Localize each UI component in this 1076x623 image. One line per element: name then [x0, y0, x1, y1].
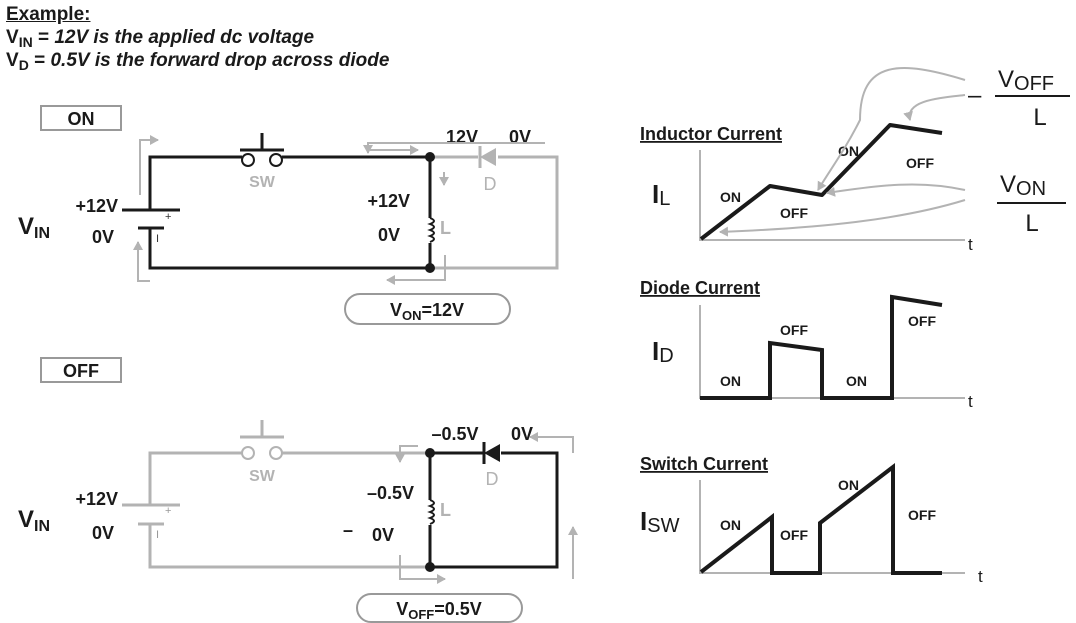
diode-ylabel: ID: [652, 336, 674, 367]
off-vin-label: VIN: [18, 506, 50, 535]
off-diode-left-voltage: –0.5V: [431, 424, 478, 444]
on-switch: [240, 133, 284, 167]
off-current-arrows: [395, 432, 578, 584]
diode-t-label: t: [968, 392, 973, 411]
on-diode: [478, 146, 496, 168]
slope-off-sign: –: [968, 82, 982, 109]
switch-ylabel: ISW: [640, 506, 680, 537]
von-voltage-label: VON=12V: [390, 300, 464, 323]
slope-off-numerator: VOFF: [998, 66, 1054, 95]
on-state-box: [40, 105, 122, 131]
inductor-waveform: [699, 123, 943, 241]
off-inductor-label: L: [440, 500, 451, 520]
on-inductor-label: L: [440, 218, 451, 238]
off-switch: [240, 420, 284, 460]
slope-off-formula: – VOFF L: [968, 66, 1070, 131]
off-diode-label: D: [486, 469, 499, 489]
vin-definition: VIN = 12V is the applied dc voltage: [6, 27, 315, 50]
on-state-label: ON: [68, 109, 95, 129]
diode-waveform: [700, 294, 943, 400]
diode-current-graph: Diode Current t ID ON OFF ON OFF: [640, 278, 973, 411]
on-battery-bottom-voltage: 0V: [92, 227, 114, 247]
voff-voltage-box: [356, 593, 523, 623]
on-battery: [122, 208, 180, 230]
off-inductor-dash: –: [343, 520, 353, 540]
on-current-arrows: [133, 135, 545, 285]
vd-definition: VD = 0.5V is the forward drop across dio…: [6, 50, 390, 73]
on-vin-label: VIN: [18, 213, 50, 242]
switch-seg-off-2: OFF: [908, 507, 936, 523]
inductor-graph-title: Inductor Current: [640, 124, 782, 144]
inductor-seg-on-1: ON: [720, 189, 741, 205]
switch-axes: [699, 480, 965, 574]
off-node-bottom: [425, 562, 435, 572]
slope-arrows: [719, 67, 966, 237]
off-battery-minus: I: [156, 529, 159, 541]
diode-seg-off-1: OFF: [780, 322, 808, 338]
inductor-axes: [699, 150, 965, 241]
switch-seg-on-1: ON: [720, 517, 741, 533]
slope-off-denominator: L: [1033, 104, 1046, 131]
off-inductor-top-voltage: –0.5V: [367, 483, 414, 503]
switch-waveform: [699, 462, 942, 575]
off-inductor: [427, 499, 435, 525]
example-heading: Example:: [6, 4, 91, 25]
off-state-label: OFF: [63, 361, 99, 381]
on-battery-minus: I: [156, 233, 159, 245]
off-diode: [482, 442, 500, 464]
diode-seg-off-2: OFF: [908, 313, 936, 329]
off-battery-top-voltage: +12V: [75, 489, 118, 509]
diode-seg-on-2: ON: [846, 373, 867, 389]
on-switch-label: SW: [249, 174, 276, 191]
slope-on-formula: VON L: [997, 171, 1066, 237]
voff-voltage-label: VOFF=0.5V: [396, 599, 482, 622]
on-battery-top-voltage: +12V: [75, 196, 118, 216]
off-battery: [122, 503, 180, 526]
slope-on-denominator: L: [1025, 210, 1038, 237]
inductor-seg-on-2: ON: [838, 143, 859, 159]
off-diode-right-voltage: 0V: [511, 424, 533, 444]
on-inductor: [427, 217, 435, 243]
off-node-top: [425, 448, 435, 458]
on-battery-plus: +: [165, 211, 171, 223]
diode-seg-on-1: ON: [720, 373, 741, 389]
off-circuit: OFF + I SW: [18, 357, 578, 623]
switch-current-graph: Switch Current t ISW ON OFF ON OFF: [640, 454, 983, 586]
inductor-t-label: t: [968, 235, 973, 254]
slope-on-numerator: VON: [1000, 171, 1046, 200]
off-battery-plus: +: [165, 505, 171, 517]
on-diode-label: D: [484, 174, 497, 194]
on-node-bottom: [425, 263, 435, 273]
on-node-top: [425, 152, 435, 162]
on-dark-wires: [148, 155, 432, 270]
switch-seg-off-1: OFF: [780, 527, 808, 543]
diode-graph-title: Diode Current: [640, 278, 760, 298]
off-gray-wires: [148, 451, 430, 569]
on-diode-branch: [430, 155, 559, 270]
inductor-seg-off-1: OFF: [780, 205, 808, 221]
off-inductor-bottom-voltage: 0V: [372, 525, 394, 545]
switch-seg-on-2: ON: [838, 477, 859, 493]
inductor-current-graph: Inductor Current t IL ON OFF ON OFF: [640, 123, 973, 254]
inductor-seg-off-2: OFF: [906, 155, 934, 171]
von-voltage-box: [344, 293, 511, 325]
off-dark-loop: [428, 451, 559, 569]
off-switch-label: SW: [249, 468, 276, 485]
inductor-ylabel: IL: [652, 179, 670, 210]
switch-graph-title: Switch Current: [640, 454, 768, 474]
on-inductor-bottom-voltage: 0V: [378, 225, 400, 245]
off-battery-bottom-voltage: 0V: [92, 523, 114, 543]
on-inductor-top-voltage: +12V: [367, 191, 410, 211]
off-state-box: [40, 357, 122, 383]
on-circuit: ON + I SW D 1: [18, 105, 559, 325]
switch-t-label: t: [978, 567, 983, 586]
